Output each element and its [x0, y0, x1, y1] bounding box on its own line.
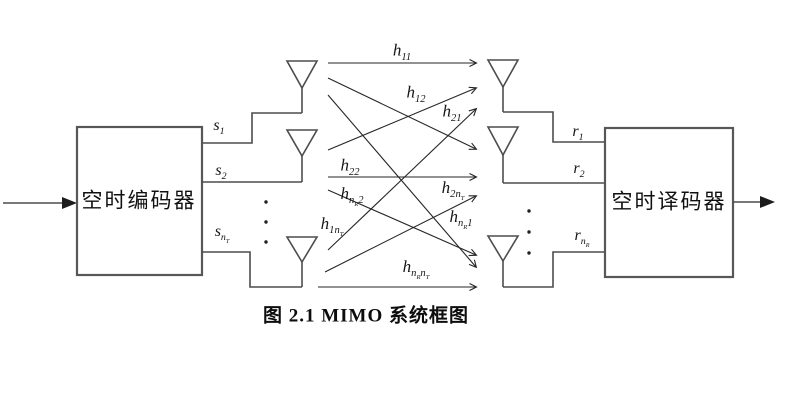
- channel-label-h21: h21: [442, 101, 462, 124]
- channel-line-hnR2: [327, 189, 478, 257]
- r1-wire: [503, 111, 605, 143]
- r2-label: r2: [573, 160, 585, 181]
- channel-line-h21: [327, 77, 478, 150]
- rx-collect-wires: [503, 111, 605, 288]
- channel-line-hnR1: [327, 94, 478, 269]
- r1-label: r1: [572, 123, 584, 144]
- tx-feed-wires: [202, 112, 302, 288]
- rx-antennas: [486, 59, 520, 287]
- channel-line-h1nT: [327, 107, 478, 251]
- s1-wire: [202, 112, 302, 144]
- channel-line-h12: [327, 86, 478, 151]
- channel-label-h22: h22: [340, 155, 360, 178]
- rnR-label: rnR: [574, 226, 590, 250]
- s1-label: s1: [213, 117, 225, 138]
- input-arrow: [3, 197, 77, 209]
- channel-label-h12: h12: [406, 82, 426, 105]
- output-arrow: [733, 196, 775, 208]
- rx-antenna-3: [486, 235, 520, 287]
- rx-antenna-1: [486, 59, 520, 112]
- encoder-box: [75, 125, 204, 277]
- channel-label-h1nT: h1nT: [320, 213, 344, 239]
- tx-antenna-1: [285, 60, 319, 113]
- channel-label-hnR1: hnR1: [449, 206, 473, 232]
- tx-ellipsis-dots: [264, 200, 268, 244]
- channel-lines: [318, 59, 478, 291]
- rx-antenna-2: [486, 126, 520, 183]
- tx-antenna-2: [285, 129, 319, 182]
- figure-caption: 图 2.1 MIMO 系统框图: [262, 305, 470, 327]
- channel-label-h2nT: h2nT: [441, 177, 465, 203]
- channel-label-hnRnT: hnRnT: [402, 256, 430, 282]
- rnR-wire: [503, 251, 605, 288]
- encoder-label: 空时编码器: [81, 188, 197, 213]
- snT-label: snT: [214, 222, 230, 246]
- tx-antenna-3: [285, 236, 319, 287]
- channel-label-h11: h11: [392, 40, 412, 63]
- decoder-label: 空时译码器: [611, 189, 727, 214]
- tx-antennas: [285, 60, 319, 287]
- channel-label-hnR2: hnR2: [340, 183, 364, 209]
- snT-wire: [202, 251, 302, 288]
- decoder-box: [603, 126, 735, 279]
- rx-ellipsis-dots: [527, 209, 531, 255]
- s2-label: s2: [215, 162, 227, 183]
- channel-line-h2nT: [324, 195, 478, 273]
